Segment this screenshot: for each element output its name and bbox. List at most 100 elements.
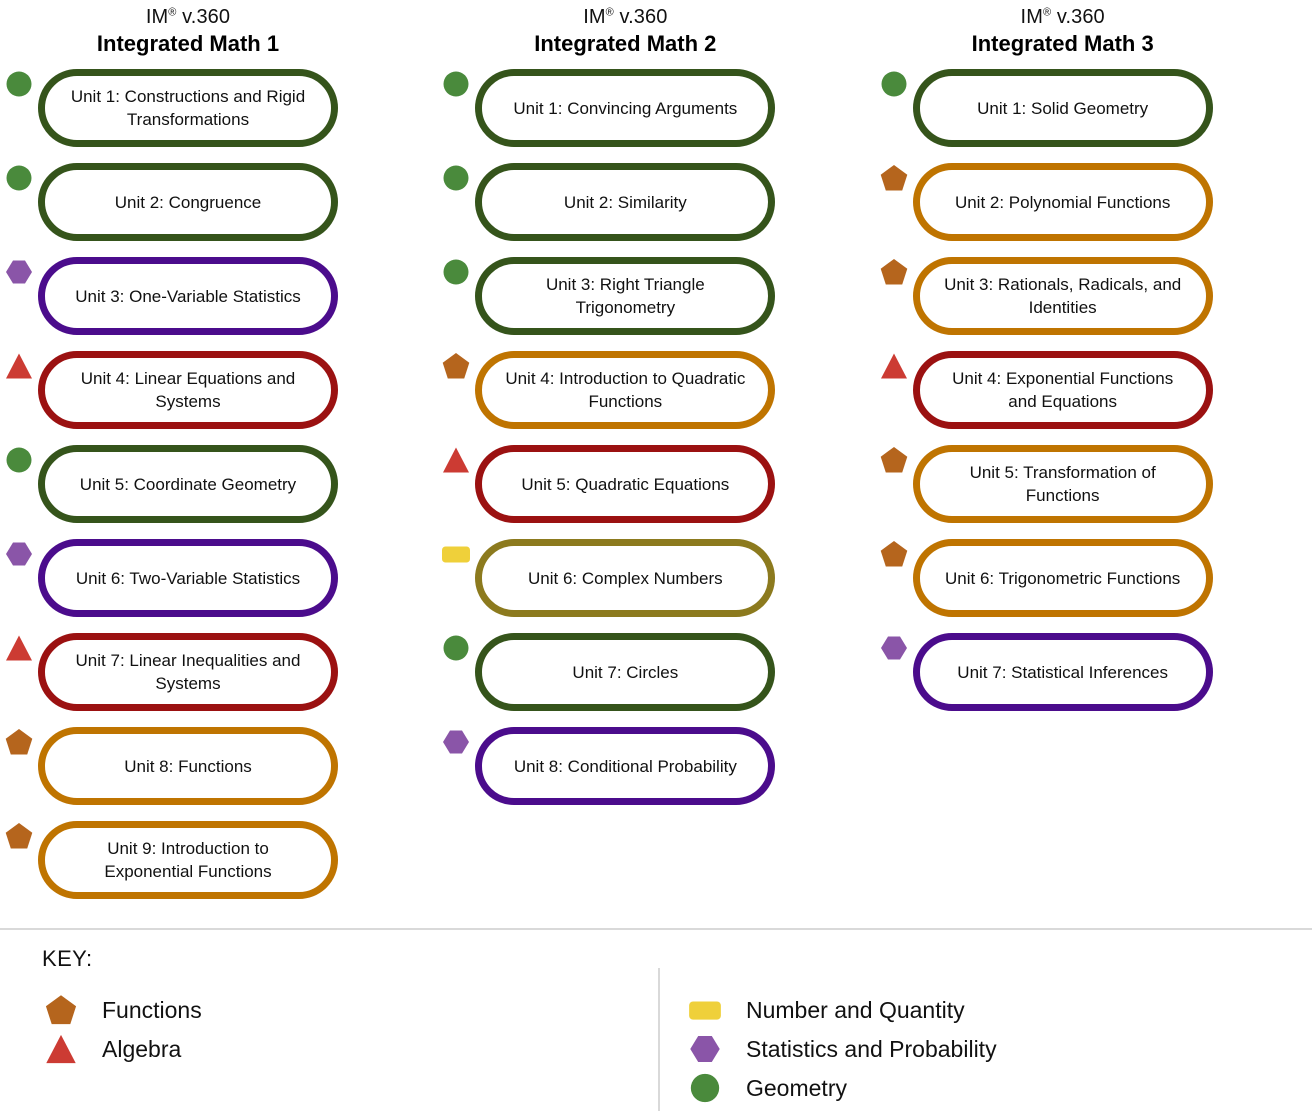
unit-row: Unit 2: Similarity	[437, 163, 874, 241]
key-item-label: Algebra	[102, 1035, 182, 1062]
unit-card[interactable]: Unit 4: Linear Equations and Systems	[38, 351, 338, 429]
unit-card[interactable]: Unit 9: Introduction to Exponential Func…	[38, 821, 338, 899]
unit-card[interactable]: Unit 3: One-Variable Statistics	[38, 257, 338, 335]
key-item: Statistics and Probability	[686, 1029, 1246, 1068]
unit-label: Unit 5: Quadratic Equations	[521, 474, 730, 494]
key-item-label: Number and Quantity	[746, 996, 965, 1023]
unit-card[interactable]: Unit 7: Statistical Inferences	[912, 633, 1213, 711]
unit-card[interactable]: Unit 3: Right Triangle Trigonometry	[475, 257, 776, 335]
unit-label: Unit 7: Circles	[572, 662, 679, 682]
section-divider	[0, 928, 1312, 930]
unit-card[interactable]: Unit 6: Two-Variable Statistics	[38, 539, 338, 617]
unit-card[interactable]: Unit 4: Introduction to Quadratic Functi…	[475, 351, 776, 429]
hexagon-marker-icon	[879, 633, 909, 663]
im-version: v.360	[613, 6, 668, 28]
pentagon-marker-icon	[441, 351, 471, 381]
circle-marker-icon	[4, 163, 34, 193]
circle-marker-icon	[4, 69, 34, 99]
circle-marker-icon	[4, 445, 34, 475]
course-title: Integrated Math 2	[534, 31, 717, 56]
unit-label: Unit 8: Functions	[124, 756, 252, 776]
unit-row: Unit 8: Functions	[0, 727, 437, 805]
triangle-marker-icon	[879, 351, 909, 381]
rounded-square-marker-icon	[686, 993, 724, 1027]
unit-card[interactable]: Unit 5: Coordinate Geometry	[38, 445, 338, 523]
unit-label: Unit 1: Solid Geometry	[977, 98, 1149, 118]
unit-card[interactable]: Unit 4: Exponential Functions and Equati…	[912, 351, 1213, 429]
circle-marker-icon	[879, 69, 909, 99]
unit-label: Unit 1: Convincing Arguments	[513, 98, 738, 118]
unit-card[interactable]: Unit 6: Trigonometric Functions	[912, 539, 1213, 617]
pentagon-marker-icon	[4, 821, 34, 851]
pentagon-marker-icon	[879, 257, 909, 287]
unit-card[interactable]: Unit 2: Similarity	[475, 163, 776, 241]
key-item: Functions	[42, 990, 602, 1029]
pentagon-marker-icon	[4, 727, 34, 757]
circle-marker-icon	[441, 257, 471, 287]
course-title: Integrated Math 3	[971, 31, 1154, 56]
unit-card[interactable]: Unit 8: Conditional Probability	[475, 727, 776, 805]
registered-trademark-icon: ®	[168, 6, 177, 19]
unit-card[interactable]: Unit 1: Convincing Arguments	[475, 69, 776, 147]
unit-row: Unit 1: Constructions and Rigid Transfor…	[0, 69, 437, 147]
key-title: KEY:	[42, 946, 93, 971]
unit-label: Unit 2: Similarity	[563, 192, 687, 212]
triangle-marker-icon	[42, 1032, 80, 1066]
unit-row: Unit 7: Linear Inequalities and Systems	[0, 633, 437, 711]
unit-card[interactable]: Unit 5: Transformation of Functions	[912, 445, 1213, 523]
hexagon-marker-icon	[441, 727, 471, 757]
unit-card[interactable]: Unit 1: Solid Geometry	[912, 69, 1213, 147]
unit-label: Unit 7: Statistical Inferences	[957, 662, 1169, 682]
unit-row: Unit 2: Polynomial Functions	[875, 163, 1312, 241]
unit-card[interactable]: Unit 7: Circles	[475, 633, 776, 711]
unit-card[interactable]: Unit 5: Quadratic Equations	[475, 445, 776, 523]
pentagon-marker-icon	[879, 163, 909, 193]
im-brand-name: IM	[1020, 6, 1043, 28]
unit-row: Unit 5: Transformation of Functions	[875, 445, 1312, 523]
circle-marker-icon	[441, 163, 471, 193]
unit-label: Unit 6: Trigonometric Functions	[945, 568, 1181, 588]
unit-card[interactable]: Unit 3: Rationals, Radicals, and Identit…	[912, 257, 1213, 335]
unit-label: Unit 5: Coordinate Geometry	[79, 474, 297, 494]
triangle-marker-icon	[4, 351, 34, 381]
pentagon-marker-icon	[879, 539, 909, 569]
unit-label: Unit 6: Complex Numbers	[528, 568, 723, 588]
unit-card[interactable]: Unit 1: Constructions and Rigid Transfor…	[38, 69, 338, 147]
unit-list: Unit 1: Constructions and Rigid Transfor…	[0, 69, 437, 899]
unit-label: Unit 8: Conditional Probability	[513, 756, 737, 776]
hexagon-marker-icon	[686, 1032, 724, 1066]
unit-row: Unit 1: Solid Geometry	[875, 69, 1312, 147]
unit-card[interactable]: Unit 6: Complex Numbers	[475, 539, 776, 617]
hexagon-marker-icon	[4, 539, 34, 569]
key-item: Geometry	[686, 1068, 1246, 1107]
circle-marker-icon	[441, 69, 471, 99]
unit-label: Unit 5: Transformation of Functions	[969, 463, 1156, 505]
course-title: Integrated Math 1	[96, 31, 280, 56]
circle-marker-icon	[686, 1071, 724, 1105]
im-version: v.360	[176, 6, 231, 28]
key-item-label: Statistics and Probability	[746, 1035, 997, 1062]
unit-label: Unit 9: Introduction to Exponential Func…	[104, 839, 272, 881]
key-item: Algebra	[42, 1029, 602, 1068]
unit-card[interactable]: Unit 7: Linear Inequalities and Systems	[38, 633, 338, 711]
unit-card[interactable]: Unit 2: Congruence	[38, 163, 338, 241]
im-brand-line: IM® v.360	[475, 4, 775, 30]
unit-row: Unit 1: Convincing Arguments	[437, 69, 874, 147]
registered-trademark-icon: ®	[1042, 6, 1052, 19]
unit-row: Unit 5: Coordinate Geometry	[0, 445, 437, 523]
hexagon-marker-icon	[4, 257, 34, 287]
unit-card[interactable]: Unit 2: Polynomial Functions	[912, 163, 1213, 241]
unit-label: Unit 7: Linear Inequalities and Systems	[75, 651, 301, 693]
pentagon-marker-icon	[42, 993, 80, 1027]
registered-trademark-icon: ®	[605, 6, 614, 19]
unit-card[interactable]: Unit 8: Functions	[38, 727, 338, 805]
